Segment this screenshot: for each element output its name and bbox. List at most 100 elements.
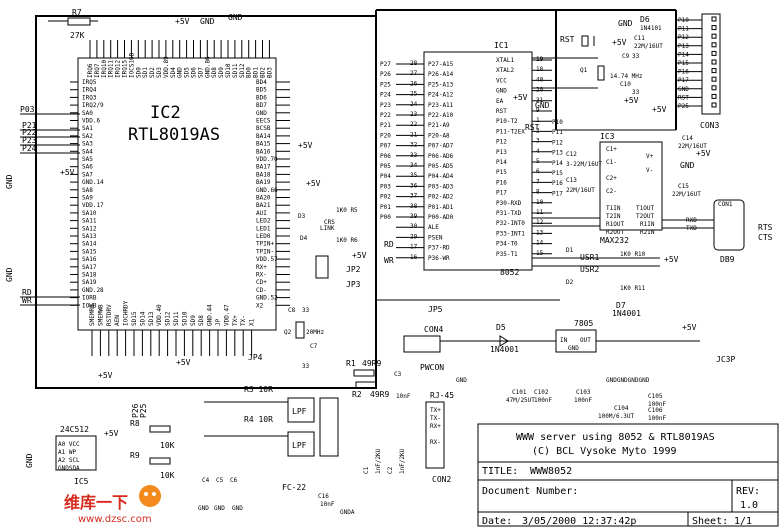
ic2-pin-top: SD12 <box>239 63 246 78</box>
ic1-pin-right: P17 <box>496 190 507 197</box>
svg-text:R1: R1 <box>346 359 356 368</box>
svg-text:C9: C9 <box>622 53 630 60</box>
svg-text:T2OUT: T2OUT <box>636 213 654 220</box>
ic2-pin-top: SD8 <box>211 67 218 78</box>
ic2-pin-right: EECS <box>256 118 271 125</box>
ic2-pin-right: AUI <box>256 210 267 217</box>
ic1-net-left: P02 <box>380 194 391 201</box>
svg-text:D4: D4 <box>300 235 308 242</box>
r7-resistor: R7 27K GND GND +5V <box>48 8 243 40</box>
svg-text:V-: V- <box>646 167 653 174</box>
ic2-pin-right: BA18 <box>256 171 271 178</box>
ic2-pin-right: LED1 <box>256 225 271 232</box>
ic2-pin-right: X2 <box>256 302 264 309</box>
ic2-pin-left: IRQ5 <box>82 79 97 86</box>
ic2-pin-right: BA17 <box>256 164 271 171</box>
svg-text:GNDSDA: GNDSDA <box>58 465 80 472</box>
svg-text:20MHz: 20MHz <box>306 329 324 336</box>
ic2-pin-top: BD1 <box>253 67 260 78</box>
svg-text:C5: C5 <box>216 477 224 484</box>
ic1-net-left: P21 <box>380 122 391 129</box>
ic2-pin-left: SA2 <box>82 133 93 140</box>
ic2-pin-right: BA19 <box>256 179 271 186</box>
svg-text:RJ-45: RJ-45 <box>430 391 454 400</box>
svg-text:RST: RST <box>560 35 575 44</box>
svg-text:47M/25UT: 47M/25UT <box>506 397 535 404</box>
svg-text:C3: C3 <box>394 371 402 378</box>
svg-text:RX+: RX+ <box>430 423 441 430</box>
ic2-pin-left: SA10 <box>82 210 97 217</box>
svg-text:LPF: LPF <box>292 407 307 416</box>
svg-text:22M/16UT: 22M/16UT <box>678 143 707 150</box>
ic2-pin-top: SD0 <box>135 67 142 78</box>
title-block: WWW server using 8052 & RTL8019AS (C) BC… <box>477 423 779 527</box>
ic2-pin-top: BD3 <box>266 67 273 78</box>
svg-text:GND: GND <box>568 345 579 352</box>
svg-text:D1: D1 <box>566 247 574 254</box>
svg-text:1K0 R5: 1K0 R5 <box>336 207 358 214</box>
ic2-pin-top: SD2 <box>149 67 156 78</box>
ic2-pin-right: VDD.70 <box>256 156 278 163</box>
ic1-pin-left: P25-A13 <box>428 81 454 88</box>
svg-text:JP4: JP4 <box>248 353 263 362</box>
ic2-pin-left: SA4 <box>82 148 93 155</box>
svg-text:1K0 R6: 1K0 R6 <box>336 237 358 244</box>
svg-text:GNDGNDGNDGND: GNDGNDGNDGND <box>606 377 650 384</box>
ic2-pin-right: BCSB <box>256 125 271 132</box>
ic1-pin-right: EA <box>496 98 504 105</box>
svg-text:C16: C16 <box>318 493 329 500</box>
svg-text:RST: RST <box>525 123 540 132</box>
ic2-pin-right: BA16 <box>256 148 271 155</box>
ic2-pin-left: SA7 <box>82 171 93 178</box>
ic1-pin-right: P16 <box>496 179 507 186</box>
svg-text:10K: 10K <box>160 471 175 480</box>
ic2-pin-bottom: SD14 <box>139 311 146 326</box>
ic1-net-left: P05 <box>380 163 391 170</box>
svg-text:Sheet:: Sheet: <box>692 516 728 527</box>
svg-text:+5V: +5V <box>624 96 639 105</box>
ic2-pin-left: SA3 <box>82 141 93 148</box>
svg-text:33: 33 <box>632 89 640 96</box>
ic1-pin-left: P00-AD0 <box>428 214 454 221</box>
ic1-pin-right: P31-TXD <box>496 210 522 217</box>
ic1-pin-right: P15 <box>496 169 507 176</box>
svg-text:C102: C102 <box>534 389 549 396</box>
svg-text:R9: R9 <box>130 451 140 460</box>
ic2-pin-right: GND.52 <box>256 295 278 302</box>
rj45-connector: RJ-45 TX+ TX- RX+ RX- CON2 <box>425 391 454 484</box>
ic2-pin-left: IRQ2/9 <box>82 102 104 109</box>
title-heading-1: WWW server using 8052 & RTL8019AS <box>516 432 715 443</box>
ic2-pin-left: SA18 <box>82 272 97 279</box>
svg-text:P24: P24 <box>22 144 37 153</box>
ic2-pin-left: SA11 <box>82 218 97 225</box>
ic2-pin-left: VDD.17 <box>82 202 104 209</box>
ic2-pin-top: SD9 <box>218 67 225 78</box>
svg-text:R8: R8 <box>130 419 140 428</box>
svg-text:1K0 R11: 1K0 R11 <box>620 285 646 292</box>
svg-text:49R9: 49R9 <box>370 390 389 399</box>
ic2-pin-right: GND <box>256 110 267 117</box>
svg-text:D5: D5 <box>496 323 506 332</box>
ic2-pin-left: IRQ4 <box>82 87 97 94</box>
ic2-pin-top: GND.86 <box>204 56 211 78</box>
svg-text:RX-: RX- <box>430 439 441 446</box>
svg-text:+5V: +5V <box>298 141 313 150</box>
svg-text:C8: C8 <box>288 307 296 314</box>
ic1-net-right: P16 <box>552 180 563 187</box>
svg-text:P26: P26 <box>131 403 140 418</box>
ic1-pin-right: XTAL1 <box>496 57 514 64</box>
ic1-net-right: P11 <box>552 129 563 136</box>
ic1-pin-left: P06-AD6 <box>428 153 454 160</box>
ic2-pin-right: CD+ <box>256 279 267 286</box>
ic2-pin-bottom: JP <box>215 318 222 326</box>
svg-text:A2 SCL: A2 SCL <box>58 457 80 464</box>
svg-text:GND: GND <box>232 505 243 512</box>
ic1-pin-right: GND <box>496 88 507 95</box>
svg-text:22M/16UT: 22M/16UT <box>634 43 663 50</box>
svg-text:TITLE:: TITLE: <box>482 466 518 477</box>
ic2-pin-left: SA5 <box>82 156 93 163</box>
ic2-pin-top: IRQ11 <box>108 60 115 78</box>
